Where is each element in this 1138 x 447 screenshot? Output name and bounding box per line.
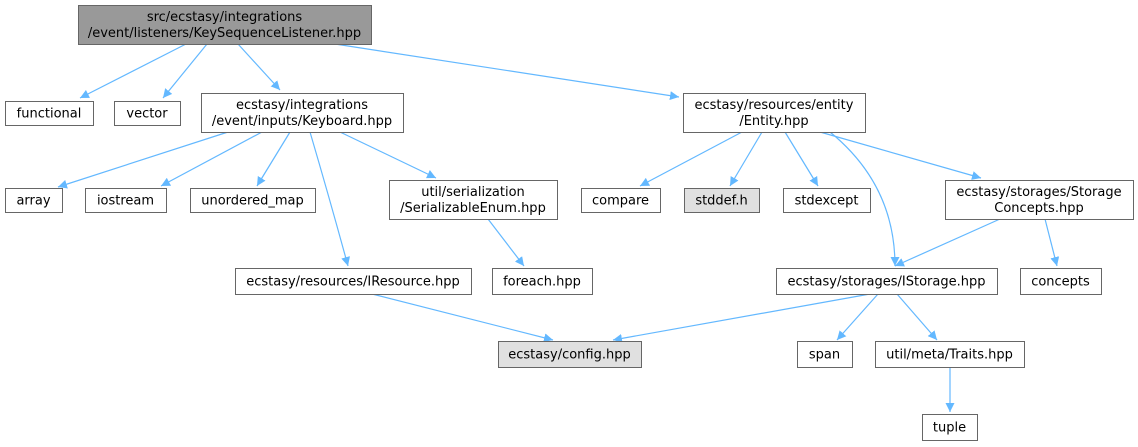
edge-entity-to-stdexcept (784, 131, 819, 187)
node-box (684, 188, 760, 213)
node-compare[interactable]: compare (581, 188, 661, 213)
edge-storageconcepts-to-istorage (894, 218, 1001, 267)
node-box (776, 268, 998, 295)
edge-root-to-functional (79, 43, 187, 99)
node-box (78, 5, 372, 45)
node-label-line: compare (592, 194, 649, 209)
edge-root-to-vector (162, 43, 208, 99)
node-label-line: ecstasy/storages/Storage (956, 185, 1121, 200)
node-label-line: ecstasy/storages/IStorage.hpp (788, 275, 986, 290)
node-box (5, 188, 63, 213)
node-label-line: unordered_map (201, 194, 304, 209)
node-stdexcept[interactable]: stdexcept (783, 188, 871, 213)
node-istorage[interactable]: ecstasy/storages/IStorage.hpp (776, 268, 998, 295)
node-label-line: functional (17, 107, 82, 122)
node-tuple[interactable]: tuple (922, 414, 978, 441)
node-box (797, 341, 853, 368)
edge-keyboard-to-iostream (160, 131, 263, 187)
node-box (498, 341, 642, 368)
node-label-line: /Entity.hpp (739, 114, 808, 129)
node-functional[interactable]: functional (5, 101, 94, 126)
node-unordered_map[interactable]: unordered_map (190, 188, 316, 213)
node-concepts[interactable]: concepts (1020, 268, 1102, 295)
node-box (190, 188, 316, 213)
node-iostream[interactable]: iostream (85, 188, 167, 213)
node-foreach[interactable]: foreach.hpp (492, 268, 593, 295)
node-box (389, 180, 558, 220)
node-box (783, 188, 871, 213)
node-iresource[interactable]: ecstasy/resources/IResource.hpp (235, 268, 472, 295)
node-label-line: ecstasy/resources/IResource.hpp (246, 275, 460, 290)
node-label-line: /event/inputs/Keyboard.hpp (212, 114, 392, 129)
node-entity[interactable]: ecstasy/resources/entity/Entity.hpp (683, 93, 866, 133)
node-label-line: span (809, 348, 840, 363)
node-box (1020, 268, 1102, 295)
node-box (922, 414, 978, 441)
edge-istorage-to-config (612, 293, 871, 343)
node-box (235, 268, 472, 295)
edge-entity-to-istorage (829, 131, 900, 267)
node-root[interactable]: src/ecstasy/integrations/event/listeners… (78, 5, 372, 45)
edge-iresource-to-config (371, 293, 554, 343)
node-label-line: /event/listeners/KeySequenceListener.hpp (88, 26, 361, 41)
node-box (85, 188, 167, 213)
node-label-line: vector (126, 107, 168, 122)
node-box (581, 188, 661, 213)
edge-keyboard-to-unordered_map (256, 131, 291, 187)
node-vector[interactable]: vector (114, 101, 181, 126)
node-label-line: foreach.hpp (503, 275, 581, 290)
edge-entity-to-storageconcepts (819, 131, 982, 180)
node-label-line: util/serialization (421, 185, 525, 200)
node-label-line: /SerializableEnum.hpp (400, 201, 546, 216)
edge-storageconcepts-to-concepts (1044, 218, 1060, 267)
node-label-line: util/meta/Traits.hpp (886, 348, 1013, 363)
node-label-line: Concepts.hpp (994, 201, 1083, 216)
node-array[interactable]: array (5, 188, 63, 213)
node-traits[interactable]: util/meta/Traits.hpp (875, 341, 1025, 368)
node-config[interactable]: ecstasy/config.hpp (498, 341, 642, 368)
node-label-line: ecstasy/integrations (236, 98, 368, 113)
node-label-line: src/ecstasy/integrations (147, 10, 303, 25)
node-label-line: concepts (1031, 275, 1090, 290)
node-box (683, 93, 866, 133)
edge-root-to-entity (334, 43, 680, 101)
node-label-line: ecstasy/resources/entity (695, 98, 854, 113)
edge-keyboard-to-serializable (339, 131, 437, 179)
edge-entity-to-stddef (729, 131, 763, 187)
edge-root-to-keyboard (237, 43, 281, 91)
node-label-line: tuple (933, 421, 966, 436)
edge-keyboard-to-array (57, 131, 229, 189)
node-box (875, 341, 1025, 368)
edge-entity-to-compare (639, 131, 743, 187)
node-label-line: ecstasy/config.hpp (508, 348, 630, 363)
node-stddef[interactable]: stddef.h (684, 188, 760, 213)
node-keyboard[interactable]: ecstasy/integrations/event/inputs/Keyboa… (201, 93, 404, 133)
node-box (945, 180, 1134, 220)
edge-serializable-to-foreach (487, 218, 525, 267)
edge-istorage-to-span (836, 293, 879, 341)
node-label-line: stddef.h (695, 194, 747, 209)
edge-istorage-to-traits (896, 293, 938, 341)
node-label-line: array (16, 194, 50, 209)
node-box (201, 93, 404, 133)
node-label-line: stdexcept (795, 194, 859, 209)
edges-layer (57, 43, 1060, 412)
node-span[interactable]: span (797, 341, 853, 368)
node-box (492, 268, 593, 295)
node-box (114, 101, 181, 126)
node-label-line: iostream (97, 194, 154, 209)
node-serializable[interactable]: util/serialization/SerializableEnum.hpp (389, 180, 558, 220)
node-box (5, 101, 94, 126)
edge-keyboard-to-iresource (309, 131, 350, 267)
nodes-layer: src/ecstasy/integrations/event/listeners… (5, 5, 1134, 441)
